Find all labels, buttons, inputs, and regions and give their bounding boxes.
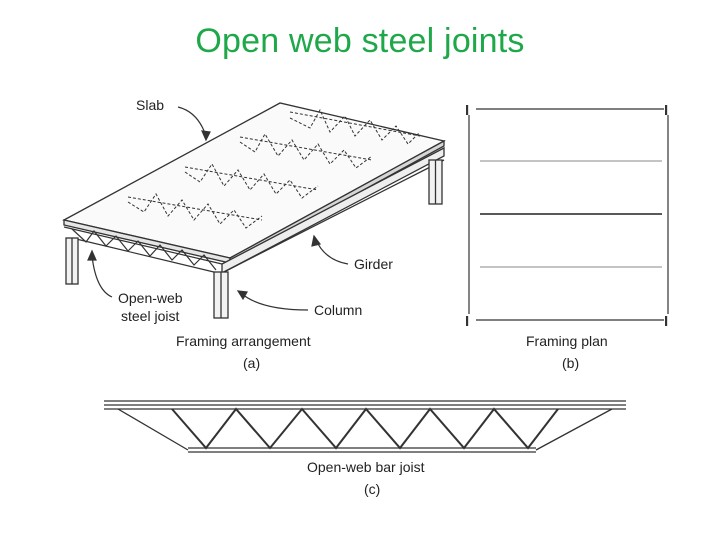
joist-label-line2: steel joist (121, 308, 179, 324)
joist-label-line1: Open-web (118, 290, 183, 306)
girder-flange (215, 159, 445, 277)
joist-leader (91, 255, 113, 298)
plan-column-bottom-left: I (465, 313, 469, 330)
plan-column-bottom-right: I (664, 313, 668, 330)
column-leader (241, 293, 309, 311)
hidden-joist-chord-4 (127, 196, 263, 221)
hidden-joist-1 (289, 108, 421, 145)
left-column (65, 237, 79, 285)
girder-arrowhead (311, 234, 322, 247)
framing-arrangement-drawing (62, 102, 446, 319)
column-label: Column (314, 302, 362, 318)
plan-column-top-left: I (465, 102, 469, 119)
figure-c-letter: (c) (364, 481, 380, 497)
bar-joist-end-right (535, 408, 613, 451)
joist-arrowhead (87, 249, 97, 261)
bar-joist-end-left (117, 408, 189, 451)
front-joist-bottom-chord (71, 237, 219, 274)
leader-lines (87, 106, 349, 311)
bar-joist-caption: Open-web bar joist (307, 459, 425, 475)
framing-plan-caption: Framing plan (526, 333, 608, 349)
bar-joist-drawing (104, 400, 626, 453)
column-arrowhead (236, 290, 248, 301)
girder-web (221, 146, 445, 275)
slab-arrowhead (201, 130, 211, 142)
bar-joist-web-members (171, 407, 559, 450)
front-column (213, 271, 229, 319)
page-title: Open web steel joints (195, 22, 525, 60)
front-joist-web (71, 228, 217, 271)
figure-b-letter: (b) (562, 355, 579, 371)
plan-column-symbols: I I I I (465, 102, 668, 330)
hidden-joist-chord-3 (184, 166, 319, 191)
hidden-joists (127, 108, 421, 229)
framing-plan-drawing (468, 108, 669, 321)
hidden-joist-chord-2 (239, 136, 373, 161)
slab-label: Slab (136, 97, 164, 113)
framing-arrangement-caption: Framing arrangement (176, 333, 311, 349)
girder-leader (315, 239, 349, 265)
girder (215, 146, 445, 277)
back-column (428, 159, 443, 205)
front-joist-top-chord (63, 226, 223, 265)
figure-a-letter: (a) (243, 355, 260, 371)
front-joist (63, 226, 223, 274)
hidden-joist-chord-1 (289, 111, 421, 137)
plan-column-top-right: I (664, 102, 668, 119)
hidden-joist-2 (239, 132, 373, 169)
girder-label: Girder (354, 256, 393, 272)
